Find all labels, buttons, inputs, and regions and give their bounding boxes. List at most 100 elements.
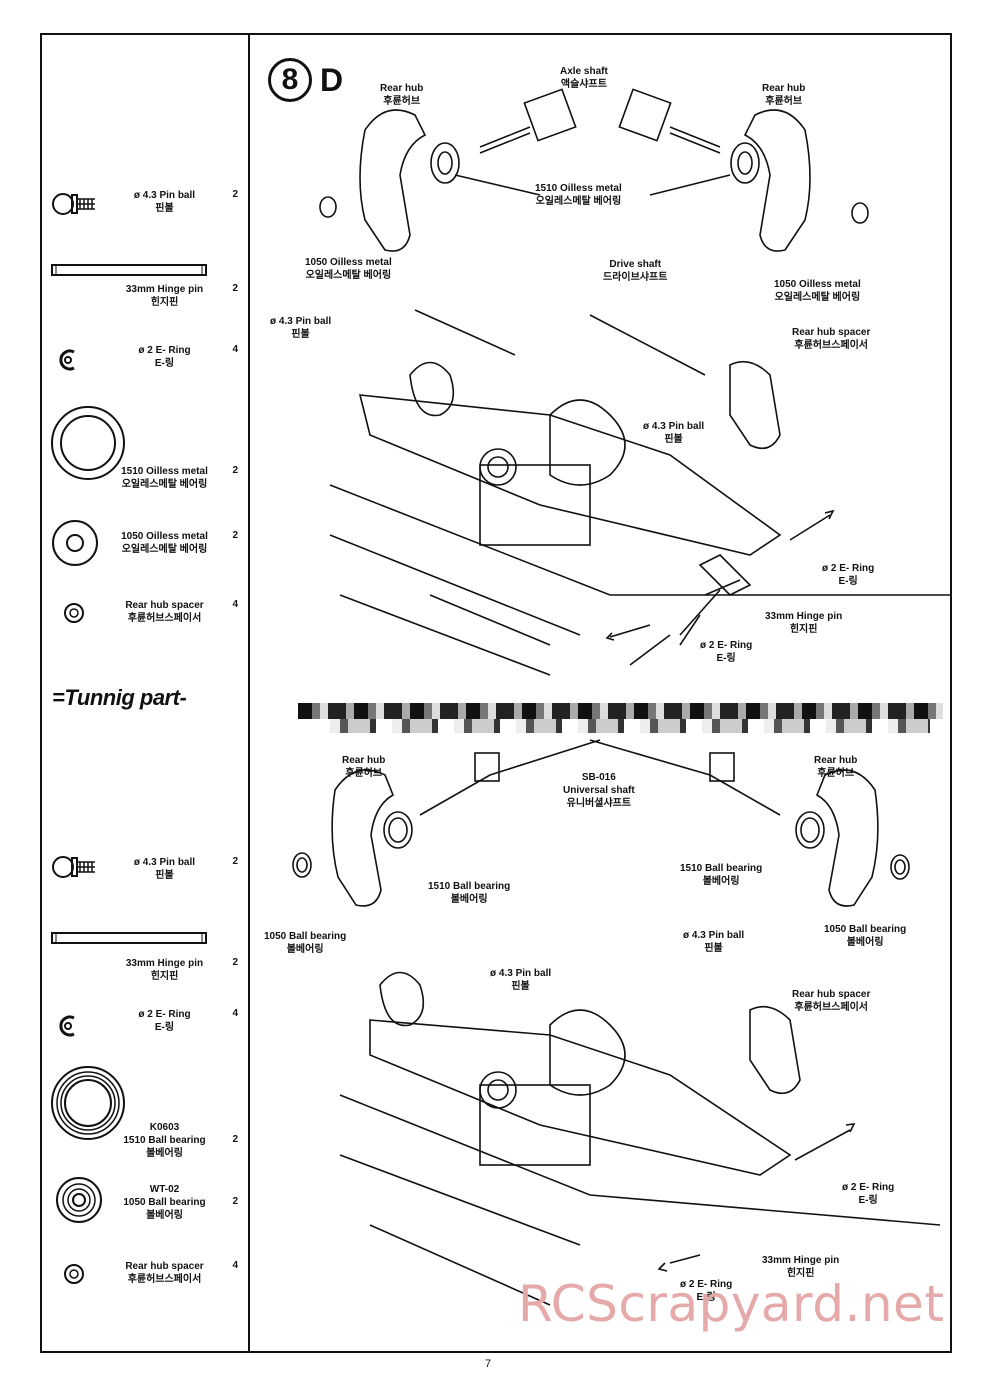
part-name-kr: E-링 (154, 358, 175, 369)
part-qty: 2 (232, 465, 238, 476)
label-en: Rear hub spacer (792, 989, 871, 1000)
e-ring-icon (59, 1015, 75, 1037)
part-name-kr: 후륜허브스페이서 (127, 613, 202, 624)
label-en: 1050 Ball bearing (824, 924, 907, 935)
label-kr: 후륜허브 (345, 768, 383, 779)
label-kr: 후륜허브스페이서 (794, 340, 868, 351)
label-rear-hub-right: Rear hub 후륜허브 (762, 82, 805, 108)
label-en: 33mm Hinge pin (765, 611, 843, 622)
label-en: ø 2 E- Ring (842, 1182, 895, 1193)
part-code: K0603 (149, 1122, 180, 1133)
part-qty: 2 (232, 856, 238, 867)
spacer-icon (64, 603, 84, 623)
part-qty: 2 (232, 1196, 238, 1207)
e-ring-icon (59, 349, 75, 371)
label-kr: 오일레스메탈 베어링 (774, 292, 861, 303)
label-en: Rear hub (762, 83, 806, 94)
part-name: ø 2 E- Ring (138, 345, 191, 356)
bottom-assembly-drawing (292, 739, 941, 1306)
part-qty: 2 (232, 957, 238, 968)
part-name: ø 4.3 Pin ball (133, 190, 196, 201)
label-en: ø 2 E- Ring (680, 1279, 733, 1290)
part-name: Rear hub spacer (125, 1261, 204, 1272)
page-frame (40, 33, 952, 1353)
tuning-part-heading: =Tunnig part- (52, 685, 187, 710)
label-en: 1050 Ball bearing (264, 931, 347, 942)
label-kr: 핀볼 (704, 943, 723, 954)
top-assembly-drawing (319, 88, 950, 676)
part-name-kr: 후륜허브스페이서 (127, 1274, 202, 1285)
label-kr: E-링 (696, 1292, 716, 1303)
tuning-title: Tunnig part (64, 685, 180, 710)
label-kr: E-링 (838, 576, 858, 587)
part-name-kr: 힌지핀 (150, 297, 179, 308)
watermark: RCScrapyard.net (518, 1275, 945, 1333)
label-en: ø 4.3 Pin ball (490, 968, 552, 979)
part-name: 1050 Oilless metal (121, 531, 208, 542)
hinge-pin-icon (51, 264, 207, 276)
label-en: 1510 Ball bearing (428, 881, 511, 892)
ball-bearing-small-icon (56, 1177, 102, 1223)
label-kr: 볼베어링 (286, 944, 324, 955)
label-kr: 오일레스메탈 베어링 (535, 196, 622, 207)
part-qty: 4 (232, 1260, 238, 1271)
part-name: ø 4.3 Pin ball (133, 857, 196, 868)
part-name: 1510 Ball bearing (123, 1135, 206, 1146)
assembly-diagram (292, 88, 950, 1306)
label-kr: 후륜허브 (383, 96, 421, 107)
label-kr: 액슬샤프트 (560, 79, 607, 90)
page-number: 7 (485, 1358, 492, 1370)
scan-noise-band (330, 719, 930, 733)
part-qty: 4 (232, 1008, 238, 1019)
part-hinge-pin: 33mm Hinge pin 힌지핀 2 (42, 263, 248, 333)
label-kr: 볼베어링 (450, 894, 488, 905)
pin-ball-icon (52, 856, 95, 878)
spacer-icon (64, 1264, 84, 1284)
part-qty: 2 (232, 283, 238, 294)
label-kr: E-링 (858, 1195, 878, 1206)
label-en: Universal shaft (563, 785, 635, 796)
label-rear-hub-spacer: Rear hub spacer 후륜허브스페이서 (792, 326, 870, 352)
part-name-kr: 볼베어링 (146, 1210, 183, 1221)
part-name: 33mm Hinge pin (125, 284, 204, 295)
part-name: 33mm Hinge pin (125, 958, 204, 969)
label-code: SB-016 (581, 772, 616, 783)
label-kr: 핀볼 (664, 434, 683, 445)
label-kr: 후륜허브 (817, 768, 855, 779)
label-en: Rear hub spacer (792, 327, 871, 338)
part-name-kr: E-링 (154, 1022, 175, 1033)
label-kr: 핀볼 (291, 329, 310, 340)
part-qty: 2 (232, 1134, 238, 1145)
part-code: WT-02 (149, 1184, 180, 1195)
label-kr: 힌지핀 (786, 1268, 815, 1279)
label-kr: 유니버셜샤프트 (566, 798, 632, 809)
label-kr: 후륜허브 (765, 96, 803, 107)
small-bearing-icon (52, 520, 98, 566)
large-bearing-icon (51, 406, 125, 480)
part-name: 1510 Oilless metal (121, 466, 208, 477)
step-letter: D (320, 62, 344, 98)
label-en: 1510 Ball bearing (680, 863, 763, 874)
